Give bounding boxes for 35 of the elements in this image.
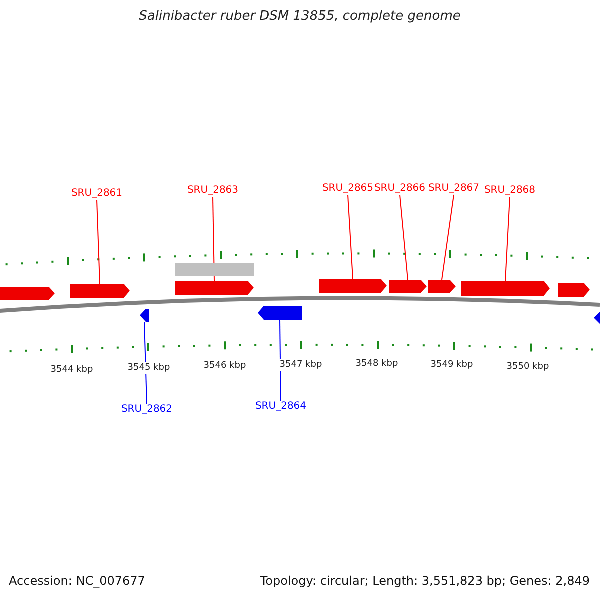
gene-feature <box>70 284 130 298</box>
gene-label: SRU_2865 <box>322 183 374 195</box>
scale-label: 3547 kbp <box>280 359 322 371</box>
leader-line <box>96 200 100 284</box>
scale-label: 3544 kbp <box>50 364 94 376</box>
leader-line <box>505 196 510 282</box>
leader-line <box>442 194 454 280</box>
gene-label: SRU_2866 <box>374 183 426 195</box>
gene-feature <box>594 312 600 324</box>
gene-feature <box>389 280 427 293</box>
gene-feature <box>558 283 590 297</box>
gene-feature <box>428 280 456 293</box>
scale-label: 3545 kbp <box>128 362 170 374</box>
scale-label: 3548 kbp <box>356 358 398 370</box>
gene-bar <box>175 263 254 276</box>
leader-line <box>400 194 408 280</box>
scale-label: 3550 kbp <box>506 361 550 373</box>
gene-feature <box>175 281 254 295</box>
footer-text: Accession: NC_007677 <box>9 574 146 588</box>
gene-feature <box>258 306 302 320</box>
gene-feature <box>319 279 387 293</box>
gene-feature <box>461 281 550 296</box>
scale-label: 3546 kbp <box>204 360 246 372</box>
gene-label: SRU_2864 <box>255 401 307 413</box>
gene-label: SRU_2861 <box>71 188 123 200</box>
gene-feature <box>0 287 55 300</box>
scale-label: 3549 kbp <box>430 359 474 371</box>
gene-label: SRU_2868 <box>484 185 536 197</box>
leader-line <box>348 194 354 280</box>
diagram-title: Salinibacter ruber DSM 13855, complete genome <box>139 11 461 23</box>
footer-text: Topology: circular; Length: 3,551,823 bp; Genes: 2,849 <box>260 574 590 588</box>
gene-label: SRU_2867 <box>428 183 480 195</box>
gene-feature <box>140 309 149 322</box>
gene-label: SRU_2863 <box>187 185 239 197</box>
gene-label: SRU_2862 <box>121 404 173 416</box>
